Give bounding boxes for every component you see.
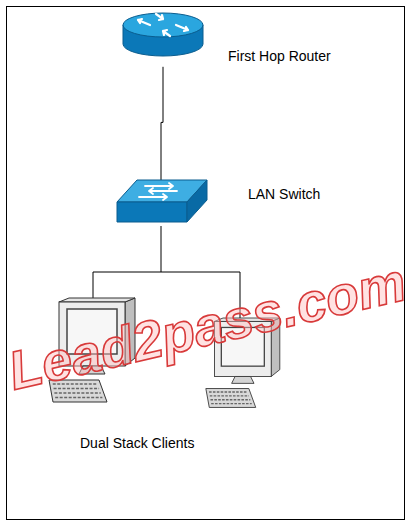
link-line — [93, 226, 161, 298]
node-label: Dual Stack Clients — [80, 435, 194, 452]
router-node: First Hop Router — [120, 8, 370, 67]
watermark: Lead2pass.com — [3, 250, 411, 402]
router-icon — [123, 13, 203, 56]
network-link — [161, 67, 163, 180]
switch-icon — [117, 180, 207, 222]
switch-node: LAN Switch — [115, 178, 355, 226]
node-label: First Hop Router — [228, 48, 331, 65]
link-line — [161, 67, 163, 180]
node-label: LAN Switch — [248, 186, 320, 203]
